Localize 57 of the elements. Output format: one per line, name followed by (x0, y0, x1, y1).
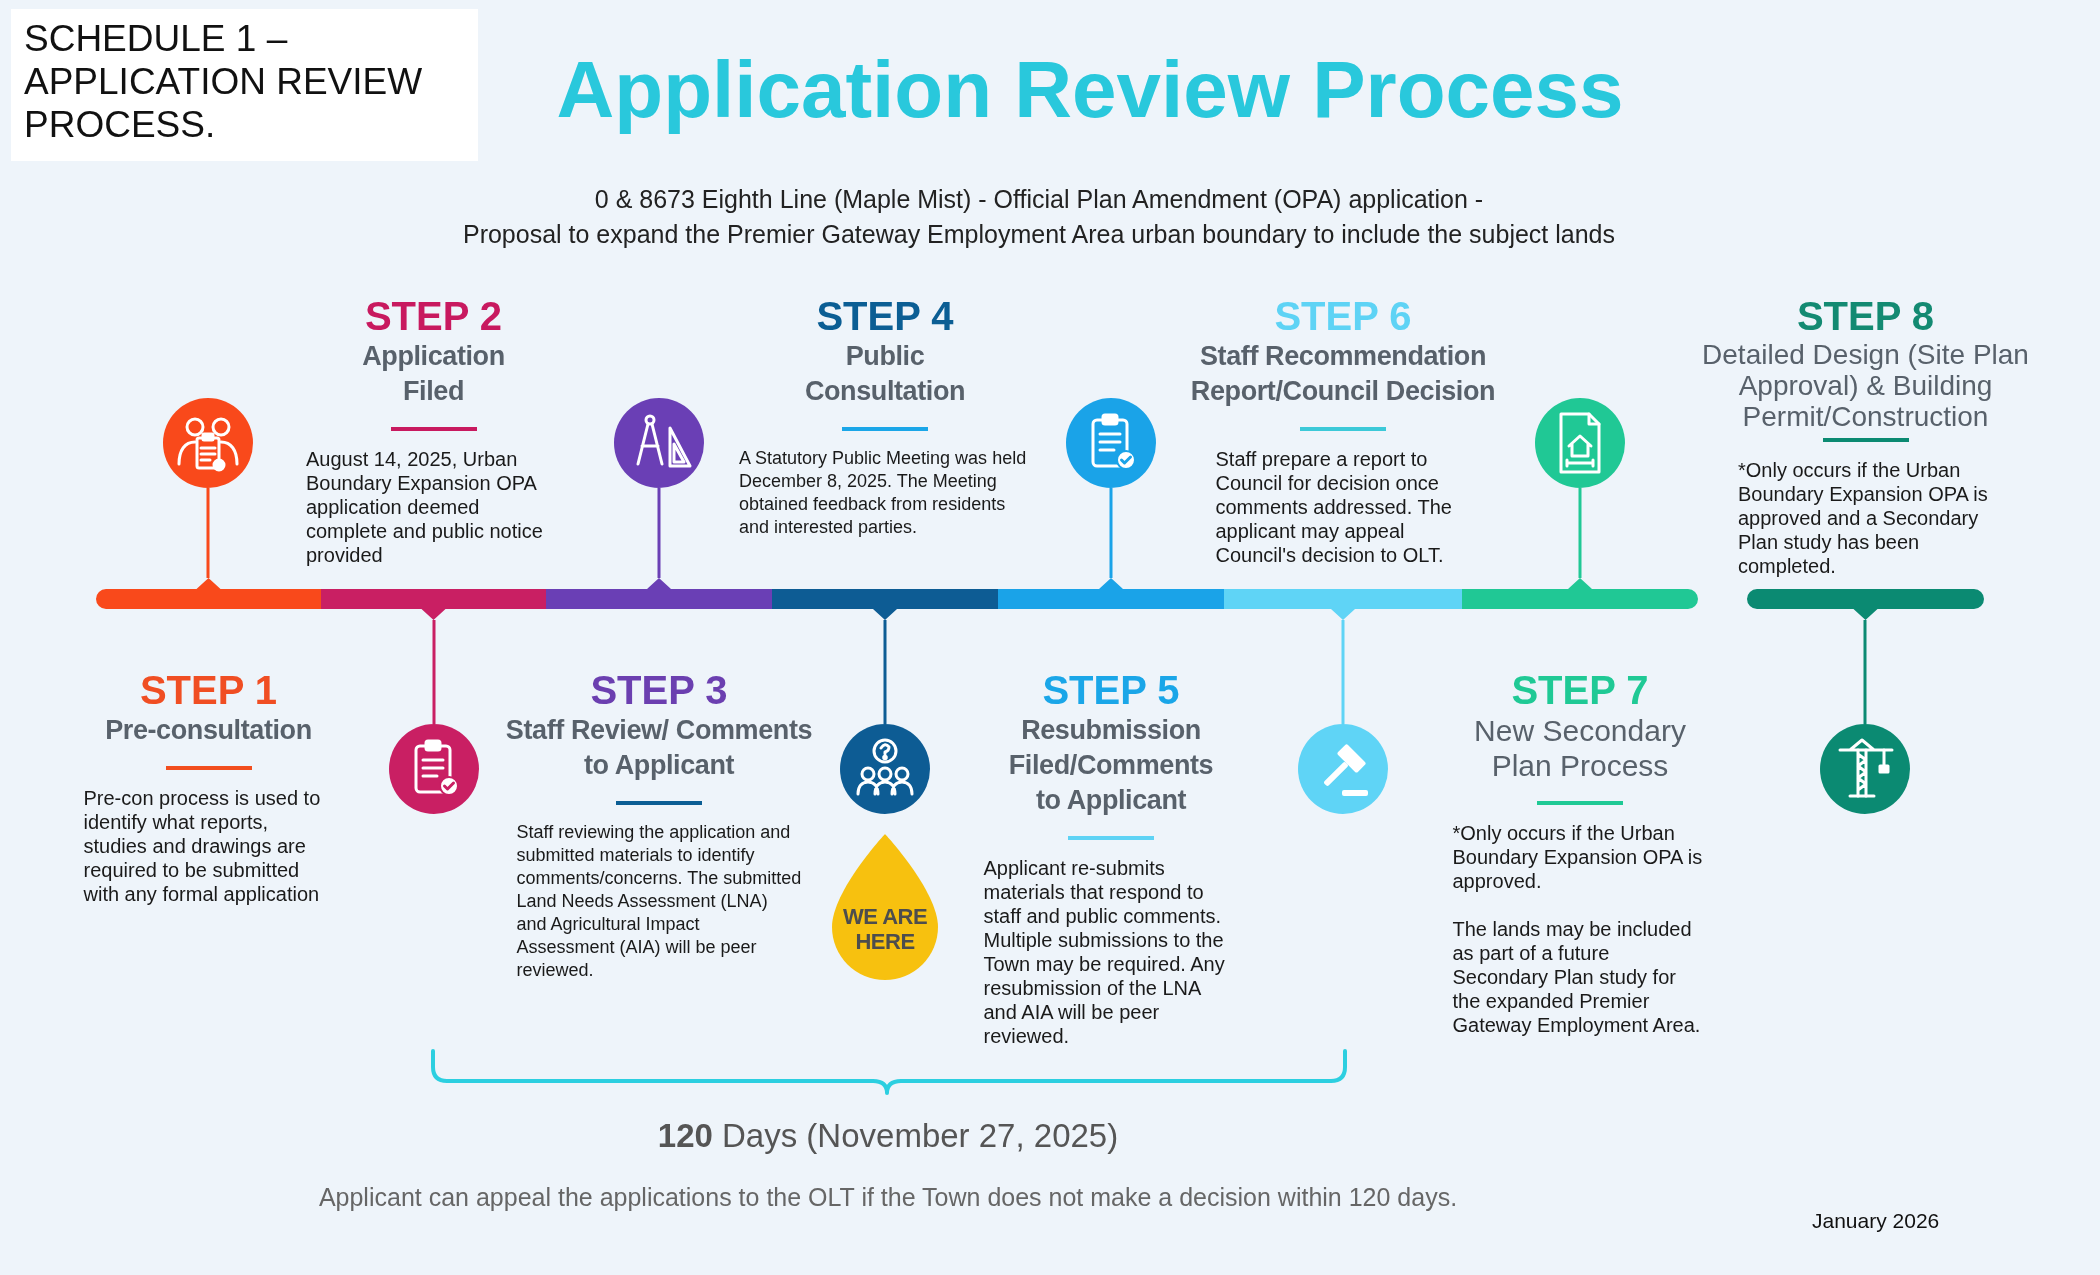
date-label: January 2026 (1812, 1208, 1940, 1233)
step-number: STEP 8 (1796, 293, 1935, 339)
schedule-heading: SCHEDULE 1 – APPLICATION REVIEW PROCESS. (11, 9, 478, 161)
step-title: New Secondary Plan Process (1473, 713, 1687, 783)
timeline-segment (998, 578, 1224, 609)
step-description: *Only occurs if the Urban Boundary Expansion OPA is approved and a Secondary Plan study has been completed. (1738, 458, 1989, 578)
step-title: Staff Recommendation Report/Council Decision (1189, 340, 1497, 408)
clipboard-check-icon (389, 724, 479, 814)
connector-line (1863, 620, 1867, 724)
step-description: Applicant re-submits materials that respond to staff and public comments. Multiple submissions to the Town may be required. Any resubmission of the LNA and AIA will be peer reviewed. (983, 856, 1226, 1048)
step-description: Staff prepare a report to Council for decision once comments addressed. The applicant may appeal Council's decision to OLT. (1215, 447, 1453, 567)
page-title: Application Review Process (556, 44, 1624, 136)
footnote: Applicant can appeal the applications to the OLT if the Town does not make a decision within 120 days. (318, 1182, 1458, 1212)
connector-line (1109, 488, 1113, 578)
subtitle: 0 & 8673 Eighth Line (Maple Mist) - Official Plan Amendment (OPA) application - (594, 184, 1484, 214)
step-number: STEP 3 (590, 667, 728, 713)
step-title: Resubmission Filed/Comments to Applicant (1007, 714, 1215, 817)
crane-icon (1820, 724, 1910, 814)
step-title: Application Filed (361, 340, 506, 408)
step-title: Public Consultation (803, 340, 967, 408)
step-number: STEP 2 (364, 293, 503, 339)
connector-line (1341, 620, 1345, 724)
timeline-segment (546, 578, 772, 609)
step-number: STEP 4 (816, 293, 954, 339)
step-number: STEP 7 (1511, 667, 1649, 713)
timeline-segment (1224, 589, 1462, 620)
duration-label: 120 Days (November 27, 2025) (657, 1116, 1119, 1156)
drafting-tools-icon (614, 398, 704, 488)
step-description: August 14, 2025, Urban Boundary Expansion OPA application deemed complete and public notice provided (306, 447, 544, 567)
house-plan-icon (1535, 398, 1625, 488)
step-number: STEP 6 (1274, 293, 1412, 339)
clipboard-check-icon (1066, 398, 1156, 488)
step-title: Detailed Design (Site Plan Approval) & Building Permit/Construction (1701, 339, 2030, 432)
connector-line (883, 620, 887, 724)
gavel-icon (1298, 724, 1388, 814)
step-title: Pre-consultation (105, 714, 312, 747)
timeline-segment (772, 589, 998, 620)
timeline-segment (96, 578, 321, 609)
marker-label: WE ARE HERE (841, 904, 929, 954)
step-number: STEP 5 (1042, 667, 1180, 713)
connector-line (1578, 488, 1582, 578)
step-description: A Statutory Public Meeting was held December 8, 2025. The Meeting obtained feedback from residents and interested parties. (739, 447, 1028, 539)
timeline-segment (321, 589, 546, 620)
connector-line (206, 488, 210, 578)
step-description: Pre-con process is used to identify what reports, studies and drawings are required to be submitted with any formal application (83, 786, 322, 906)
step-description: The lands may be included as part of a future Secondary Plan study for the expanded Premier Gateway Employment Area. (1452, 917, 1702, 1037)
connector-line (657, 488, 661, 578)
subtitle: Proposal to expand the Premier Gateway Employment Area urban boundary to include the subject lands (462, 219, 1616, 249)
timeline-segment (1747, 589, 1984, 620)
step-title: Staff Review/ Comments to Applicant (504, 714, 814, 782)
timeline-segment (1462, 578, 1698, 609)
step-description: *Only occurs if the Urban Boundary Expansion OPA is approved. (1452, 821, 1704, 893)
people-clipboard-icon (163, 398, 253, 488)
step-number: STEP 1 (139, 667, 278, 713)
connector-line (432, 620, 436, 724)
step-description: Staff reviewing the application and submitted materials to identify comments/concerns. The submitted Land Needs Assessment (LNA) and Agricultural Impact Assessment (AIA) will be peer reviewed. (516, 821, 802, 982)
group-question-icon (840, 724, 930, 814)
